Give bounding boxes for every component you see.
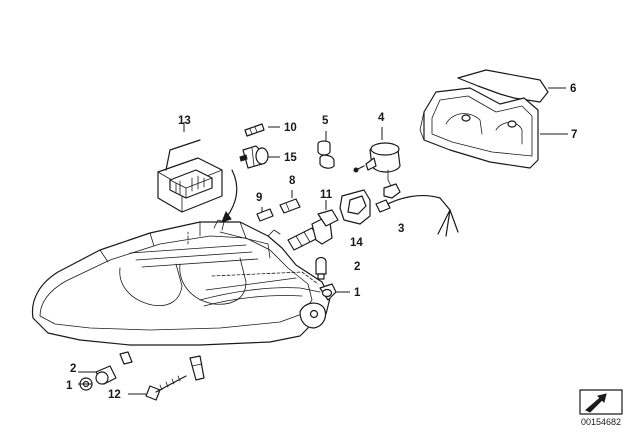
callout-2-lower: 2 bbox=[70, 363, 76, 375]
callout-1-upper: 1 bbox=[354, 287, 361, 299]
part-8-bulb bbox=[279, 198, 301, 214]
part-4-igniter bbox=[353, 142, 401, 199]
document-stamp: 00154682 bbox=[579, 389, 623, 427]
leader-lines bbox=[78, 87, 568, 395]
callout-11: 11 bbox=[320, 189, 333, 201]
part-1-grommet-upper bbox=[321, 288, 333, 298]
callout-15: 15 bbox=[284, 152, 297, 164]
callout-7: 7 bbox=[571, 129, 577, 141]
headlight-housing bbox=[31, 219, 337, 381]
part-6-gasket bbox=[457, 69, 549, 103]
part-12-screw bbox=[145, 375, 187, 401]
callout-3: 3 bbox=[398, 223, 404, 235]
callout-12: 12 bbox=[108, 389, 121, 401]
part-14-socket bbox=[339, 189, 371, 225]
callout-5: 5 bbox=[322, 115, 329, 127]
callout-4: 4 bbox=[378, 112, 385, 124]
part-15-socket bbox=[239, 145, 269, 169]
part-3-harness bbox=[375, 194, 459, 237]
part-2-bulb-upper bbox=[315, 256, 327, 280]
callout-1-lower: 1 bbox=[66, 380, 73, 392]
callout-9: 9 bbox=[256, 192, 262, 204]
part-9-bulb bbox=[256, 208, 274, 222]
part-10-bulb bbox=[244, 123, 265, 137]
part-13-control-unit bbox=[157, 139, 238, 223]
part-11-main-bulb bbox=[287, 209, 339, 251]
callout-8: 8 bbox=[289, 175, 296, 187]
callouts: 13 10 15 5 4 6 7 9 8 11 14 3 2 1 2 1 12 bbox=[66, 83, 577, 401]
document-number: 00154682 bbox=[581, 417, 621, 427]
part-7-cover bbox=[419, 87, 539, 169]
callout-14: 14 bbox=[350, 237, 363, 249]
part-2-bulb-lower bbox=[95, 365, 117, 385]
arrow-icon bbox=[585, 393, 607, 413]
callout-6: 6 bbox=[570, 83, 576, 95]
callout-10: 10 bbox=[284, 122, 297, 134]
callout-13: 13 bbox=[178, 115, 191, 127]
part-5-cable bbox=[317, 140, 335, 169]
callout-2-upper: 2 bbox=[354, 261, 360, 273]
